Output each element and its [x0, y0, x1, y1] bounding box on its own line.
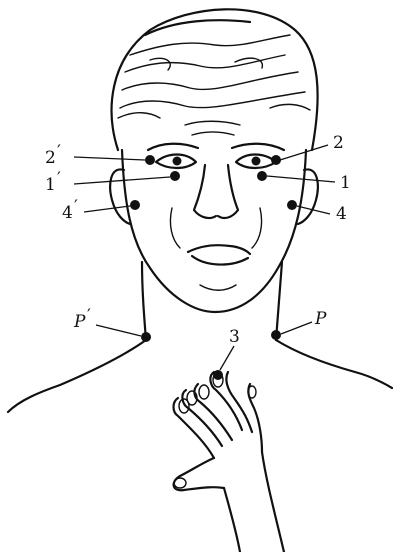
label-1-left: 1 [45, 175, 56, 195]
eyes [156, 155, 276, 169]
electrode-1-right [257, 171, 267, 181]
electrode-2-left [145, 155, 155, 165]
label-4-left-prime: ′ [74, 197, 78, 217]
leader-lines [74, 145, 335, 370]
label-p-left-prime: ′ [87, 306, 91, 326]
electrode-p-left [141, 332, 151, 342]
label-2-left: 2 [45, 148, 56, 168]
eyebrows [148, 144, 284, 150]
electrode-2-right [271, 155, 281, 165]
label-4-left: 4 [62, 203, 73, 223]
electrode-p-right [271, 330, 281, 340]
label-2-left-prime: ′ [57, 142, 61, 162]
electrodes [130, 155, 297, 380]
electrode-1-left [170, 171, 180, 181]
label-1-right: 1 [340, 173, 351, 193]
cheek-lines [170, 208, 261, 248]
label-p-left: P [73, 312, 86, 332]
forehead-wrinkles [185, 121, 240, 135]
label-1-left-prime: ′ [57, 169, 61, 189]
mouth [188, 245, 250, 290]
label-4-right: 4 [336, 204, 347, 224]
label-2-right: 2 [333, 133, 344, 153]
electrode-4-left [130, 200, 140, 210]
hand [174, 372, 285, 552]
nose [194, 165, 238, 218]
label-3-finger: 3 [229, 327, 240, 347]
electrode-4-right [287, 200, 297, 210]
electrode-3-finger [213, 370, 223, 380]
label-p-right: P [314, 309, 327, 329]
hair-lines [118, 20, 310, 118]
